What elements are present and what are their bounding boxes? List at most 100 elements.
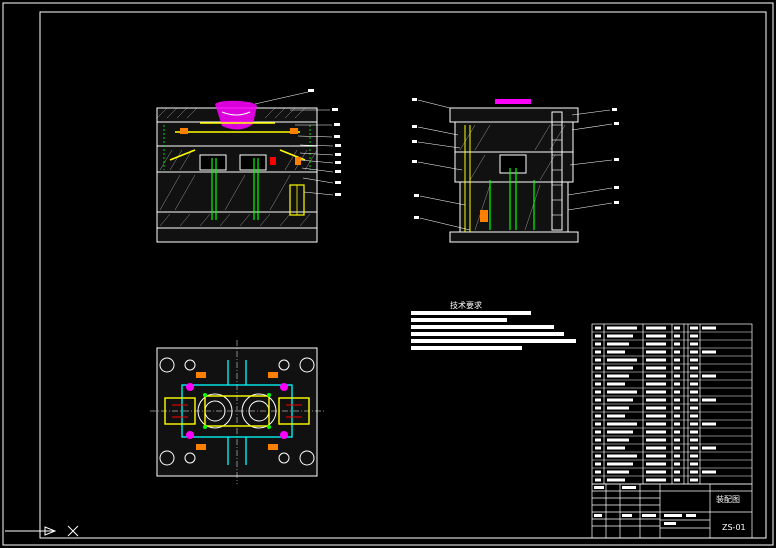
- parts-list-cell-mark: [646, 358, 666, 362]
- parts-list-cell-mark: [595, 446, 601, 450]
- parts-list-cell-mark: [690, 446, 698, 450]
- parts-list-cell-mark: [607, 406, 629, 410]
- parts-list-cell-mark: [702, 350, 716, 354]
- parts-list-cell-mark: [595, 382, 601, 386]
- parts-list-cell-mark: [674, 446, 680, 450]
- parts-list-cell-mark: [646, 470, 666, 474]
- plan-view: [150, 340, 324, 484]
- parts-list-cell-mark: [595, 414, 601, 418]
- side-section-view: [417, 99, 613, 243]
- parts-list-cell-mark: [674, 414, 680, 418]
- parts-list-cell-mark: [607, 326, 637, 330]
- parts-list-cell-mark: [595, 406, 601, 410]
- parts-list-cell-mark: [607, 462, 633, 466]
- parts-list-cell-mark: [674, 390, 680, 394]
- parts-list-cell-mark: [674, 478, 680, 482]
- parts-list-cell-mark: [702, 398, 716, 402]
- parts-list-cell-mark: [607, 414, 625, 418]
- parts-list-cell-mark: [646, 438, 666, 442]
- parts-list-cell-mark: [646, 326, 666, 330]
- parts-list-cell-mark: [674, 366, 680, 370]
- parts-list-cell-mark: [690, 334, 698, 338]
- parts-list-cell-mark: [607, 358, 637, 362]
- parts-list-cell-mark: [595, 358, 601, 362]
- title-block-fill-marks: [594, 486, 696, 525]
- parts-list-cell-mark: [646, 398, 666, 402]
- parts-list-cell-mark: [646, 350, 666, 354]
- parts-list-cell-mark: [690, 454, 698, 458]
- parts-list-cell-mark: [595, 422, 601, 426]
- parts-list-cell-mark: [690, 438, 698, 442]
- parts-list-cell-mark: [595, 438, 601, 442]
- parts-list-cell-mark: [702, 326, 716, 330]
- parts-list-cell-mark: [690, 382, 698, 386]
- parts-list-cell-mark: [607, 470, 629, 474]
- parts-list-cell-mark: [607, 334, 633, 338]
- parts-list-cell-mark: [607, 374, 629, 378]
- parts-list-cell-mark: [595, 430, 601, 434]
- parts-list-cell-mark: [595, 470, 601, 474]
- ucs-icon: [5, 525, 79, 537]
- parts-list-cell-mark: [607, 430, 633, 434]
- parts-list-cell-mark: [607, 446, 625, 450]
- parts-list-cell-mark: [674, 470, 680, 474]
- parts-list-rows: [592, 326, 752, 482]
- parts-list-cell-mark: [607, 366, 633, 370]
- parts-list-cell-mark: [702, 470, 716, 474]
- parts-list-cell-mark: [690, 414, 698, 418]
- tech-requirements-heading: 技术要求: [450, 301, 482, 310]
- parts-list-cell-mark: [674, 382, 680, 386]
- parts-list-cell-mark: [674, 430, 680, 434]
- parts-list-cell-mark: [646, 374, 666, 378]
- parts-list-cell-mark: [607, 438, 629, 442]
- parts-list-cell-mark: [646, 430, 666, 434]
- parts-list-cell-mark: [690, 390, 698, 394]
- parts-list-cell-mark: [674, 334, 680, 338]
- title-block: [591, 483, 753, 539]
- parts-list-cell-mark: [690, 478, 698, 482]
- parts-list-cell-mark: [607, 422, 637, 426]
- parts-list-cell-mark: [702, 374, 716, 378]
- parts-list-cell-mark: [607, 398, 633, 402]
- tech-requirements-text-lines: [411, 311, 576, 350]
- parts-list-cell-mark: [690, 462, 698, 466]
- parts-list-cell-mark: [646, 462, 666, 466]
- parts-list-cell-mark: [646, 382, 666, 386]
- parts-list-cell-mark: [690, 326, 698, 330]
- parts-list-cell-mark: [690, 342, 698, 346]
- parts-list-cell-mark: [674, 374, 680, 378]
- parts-list-cell-mark: [690, 470, 698, 474]
- drawing-number: ZS-01: [722, 523, 746, 532]
- parts-list-cell-mark: [674, 358, 680, 362]
- parts-list-cell-mark: [690, 422, 698, 426]
- parts-list-cell-mark: [595, 454, 601, 458]
- parts-list-cell-mark: [646, 414, 666, 418]
- parts-list-cell-mark: [674, 462, 680, 466]
- parts-list-cell-mark: [690, 350, 698, 354]
- parts-list-cell-mark: [690, 358, 698, 362]
- parts-list-cell-mark: [595, 390, 601, 394]
- parts-list-cell-mark: [690, 406, 698, 410]
- sheet-inner-border: [39, 11, 767, 539]
- parts-list-cell-mark: [595, 398, 601, 402]
- parts-list-cell-mark: [646, 478, 666, 482]
- parts-list-cell-mark: [595, 478, 601, 482]
- parts-list-cell-mark: [646, 390, 666, 394]
- parts-list-cell-mark: [702, 422, 716, 426]
- parts-list-cell-mark: [690, 430, 698, 434]
- parts-list-cell-mark: [674, 406, 680, 410]
- parts-list-cell-mark: [595, 366, 601, 370]
- parts-list-cell-mark: [595, 374, 601, 378]
- parts-list-cell-mark: [595, 334, 601, 338]
- drawing-name: 装配图: [716, 495, 740, 504]
- parts-list-cell-mark: [646, 342, 666, 346]
- parts-list-cell-mark: [607, 342, 629, 346]
- main-section-view: [156, 91, 334, 243]
- balloon-numbers: [308, 89, 619, 219]
- parts-list-cell-mark: [702, 446, 716, 450]
- parts-list-cell-mark: [690, 366, 698, 370]
- parts-list-cell-mark: [674, 422, 680, 426]
- parts-list-cell-mark: [690, 374, 698, 378]
